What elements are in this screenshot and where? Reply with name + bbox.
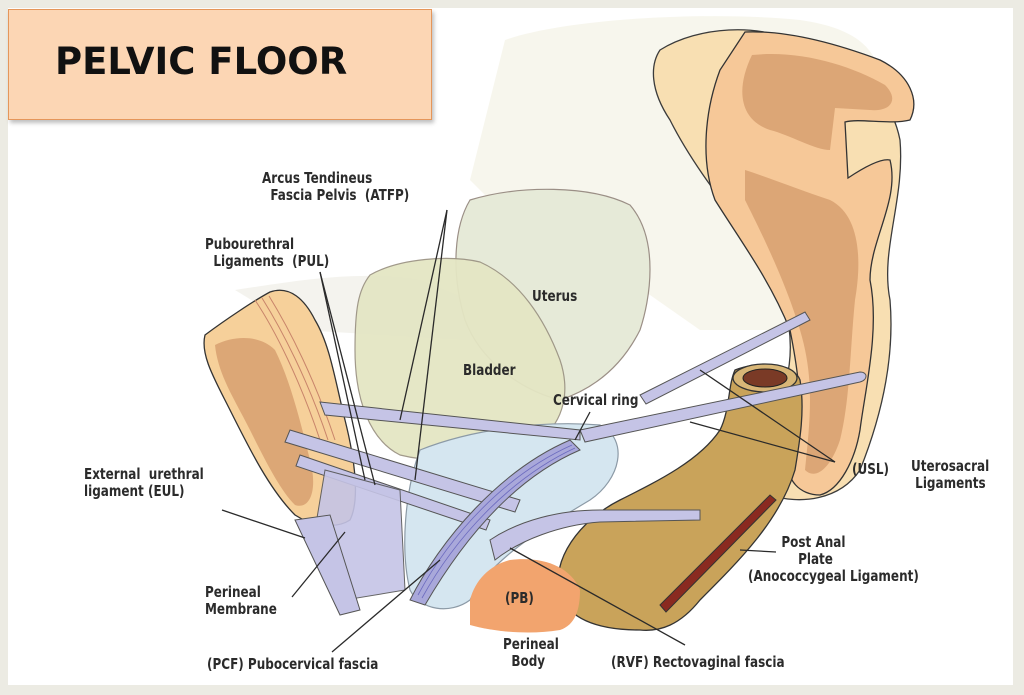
leader-atfp-1 (399, 209, 448, 421)
title-box: PELVIC FLOOR (8, 9, 432, 120)
leader-atfp-2 (414, 209, 448, 481)
rvf-band (489, 509, 701, 561)
leader-rvf (509, 547, 686, 646)
pul-band-1 (284, 429, 521, 513)
label-perineal-body: Perineal Body (503, 635, 559, 670)
label-atfp: Arcus Tendineus Fascia Pelvis (ATFP) (262, 169, 410, 204)
ligaments (284, 311, 867, 616)
label-rvf: (RVF) Rectovaginal fascia (611, 653, 785, 671)
rectum-lumen (742, 368, 788, 388)
leader-pcf (331, 559, 441, 653)
label-pcf: (PCF) Pubocervical fascia (207, 655, 379, 673)
label-usl: Uterosacral Ligaments (911, 457, 990, 492)
atfp-band (319, 401, 581, 441)
anococcygeal-ligament-shape (659, 494, 777, 613)
page-title: PELVIC FLOOR (55, 40, 348, 83)
leader-pul-1 (319, 271, 366, 481)
label-pul: Pubourethral Ligaments (PUL) (205, 235, 330, 270)
perineal-body-shape (470, 559, 580, 633)
usl-upper (639, 311, 811, 405)
label-perineal-membrane: Perineal Membrane (205, 583, 277, 618)
label-eul: External urethral ligament (EUL) (84, 465, 204, 500)
pubic-striations (254, 295, 336, 441)
label-cervical-ring: Cervical ring (553, 391, 639, 409)
label-bladder: Bladder (463, 361, 516, 379)
sacrum-marrow (742, 54, 893, 474)
eul-band (294, 514, 361, 616)
label-usl-abbr: (USL) (852, 460, 889, 478)
leader-lines (221, 209, 836, 653)
leader-eul (221, 509, 306, 539)
pubic-marrow (215, 338, 314, 506)
label-pb: (PB) (505, 589, 534, 607)
leader-post-anal (739, 549, 777, 553)
rectum-tube (557, 364, 803, 631)
leader-usl-1 (699, 369, 836, 463)
leader-perineal-membrane (291, 531, 346, 598)
leader-pul-2 (319, 271, 376, 486)
label-post-anal-plate: Post Anal Plate (Anococcygeal Ligament) (748, 533, 919, 585)
leader-usl-2 (689, 421, 836, 463)
leader-cervical (574, 411, 591, 441)
usl-lower (579, 371, 867, 443)
pcf-fibres (417, 444, 576, 599)
label-uterus: Uterus (532, 287, 578, 305)
